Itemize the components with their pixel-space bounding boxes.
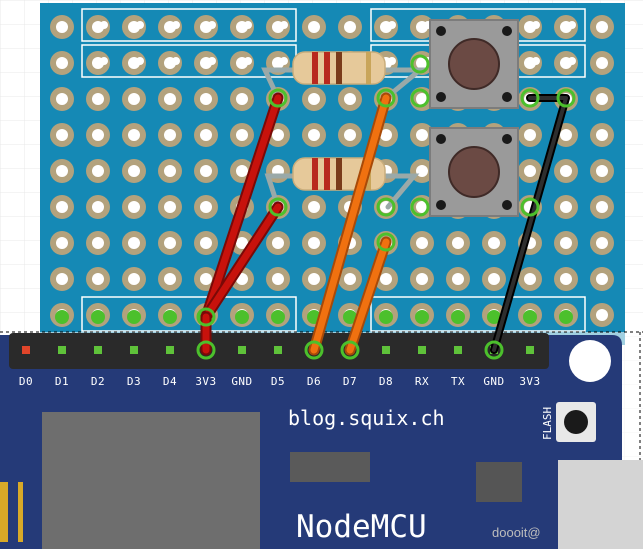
header-hole xyxy=(532,57,540,65)
resistor-1[interactable] xyxy=(292,51,386,85)
wire-endpoint xyxy=(268,88,288,108)
header-pin[interactable] xyxy=(166,346,174,354)
push-button-2[interactable] xyxy=(429,127,519,217)
wire-endpoint xyxy=(376,197,396,217)
header-pin[interactable] xyxy=(418,346,426,354)
connected-pad xyxy=(235,310,249,324)
pin-label: GND xyxy=(483,375,504,388)
watermark: doooit@ xyxy=(492,525,541,540)
wire-endpoint xyxy=(340,340,360,360)
wires xyxy=(200,92,570,356)
pin-label: D7 xyxy=(343,375,357,388)
header-pin[interactable] xyxy=(238,346,246,354)
wire-endpoint xyxy=(484,340,504,360)
wire-endpoint xyxy=(410,88,430,108)
mount-hole xyxy=(569,340,611,382)
connected-pad xyxy=(487,310,501,324)
pin-label: D1 xyxy=(55,375,69,388)
header-pin[interactable] xyxy=(58,346,66,354)
header-pin[interactable] xyxy=(526,346,534,354)
wire-endpoint xyxy=(376,88,396,108)
header-hole xyxy=(100,21,108,29)
wire-endpoints xyxy=(196,54,576,360)
pin-labels: D0 D1 D2 D3 D4 3V3 GND D5 D6 D7 D8 RX TX GND 3V3 xyxy=(19,375,540,388)
pin-label: RX xyxy=(415,375,429,388)
header-hole xyxy=(244,57,252,65)
wire-endpoint xyxy=(410,54,430,74)
pin-label: D0 xyxy=(19,375,33,388)
antenna-trace xyxy=(0,482,8,542)
connected-pad xyxy=(415,310,429,324)
model-label: NodeMCU xyxy=(296,509,427,545)
push-button-1[interactable] xyxy=(429,19,519,109)
header-hole xyxy=(280,21,288,29)
connected-pad xyxy=(163,310,177,324)
pin-label: TX xyxy=(451,375,465,388)
pin-label: D6 xyxy=(307,375,321,388)
header-pin[interactable] xyxy=(94,346,102,354)
wire-endpoint xyxy=(410,197,430,217)
header-pin[interactable] xyxy=(130,346,138,354)
chip-usb-serial xyxy=(476,462,522,502)
connected-pad xyxy=(379,310,393,324)
pin-label: GND xyxy=(231,375,252,388)
header-hole xyxy=(388,21,396,29)
connected-pad xyxy=(127,310,141,324)
wire-endpoint xyxy=(520,88,540,108)
esp-module-shield xyxy=(42,412,260,549)
wire-endpoint xyxy=(268,197,288,217)
header-pin[interactable] xyxy=(274,346,282,354)
header-pin[interactable] xyxy=(454,346,462,354)
pin-label: 3V3 xyxy=(519,375,540,388)
wire-endpoint xyxy=(304,340,324,360)
connected-pad xyxy=(271,310,285,324)
header-hole xyxy=(100,57,108,65)
header-hole xyxy=(280,57,288,65)
usb-port xyxy=(558,460,643,549)
connected-pad xyxy=(559,310,573,324)
pin-label: D5 xyxy=(271,375,285,388)
wire-endpoint xyxy=(196,307,216,327)
pin-label: D4 xyxy=(163,375,177,388)
header-hole xyxy=(532,21,540,29)
connected-pad xyxy=(91,310,105,324)
pin-label: D2 xyxy=(91,375,105,388)
header-hole xyxy=(136,57,144,65)
wire-endpoint xyxy=(376,232,396,252)
header-hole xyxy=(568,57,576,65)
flash-label: FLASH xyxy=(541,407,554,440)
header-pin[interactable] xyxy=(22,346,30,354)
wire-endpoint xyxy=(520,197,540,217)
header-pin[interactable] xyxy=(382,346,390,354)
header-hole xyxy=(172,21,180,29)
pin-label: 3V3 xyxy=(195,375,216,388)
header-hole xyxy=(244,21,252,29)
header-hole xyxy=(208,57,216,65)
header-hole xyxy=(172,57,180,65)
connected-pad xyxy=(55,310,69,324)
chip-regulator xyxy=(290,452,370,482)
nodemcu-board: blog.squix.ch NodeMCU FLASH doooit@ xyxy=(0,331,643,549)
pin-label: D8 xyxy=(379,375,393,388)
connected-pad xyxy=(343,310,357,324)
wire-endpoint xyxy=(196,340,216,360)
header-hole xyxy=(568,21,576,29)
site-label: blog.squix.ch xyxy=(288,406,445,430)
header-hole xyxy=(388,57,396,65)
header-hole xyxy=(208,21,216,29)
protoboard-pads xyxy=(50,15,614,327)
header-hole xyxy=(136,21,144,29)
pin-label: D3 xyxy=(127,375,141,388)
connected-pad xyxy=(451,310,465,324)
header-pins xyxy=(22,346,534,354)
wire-endpoint xyxy=(556,88,576,108)
connected-pad xyxy=(523,310,537,324)
